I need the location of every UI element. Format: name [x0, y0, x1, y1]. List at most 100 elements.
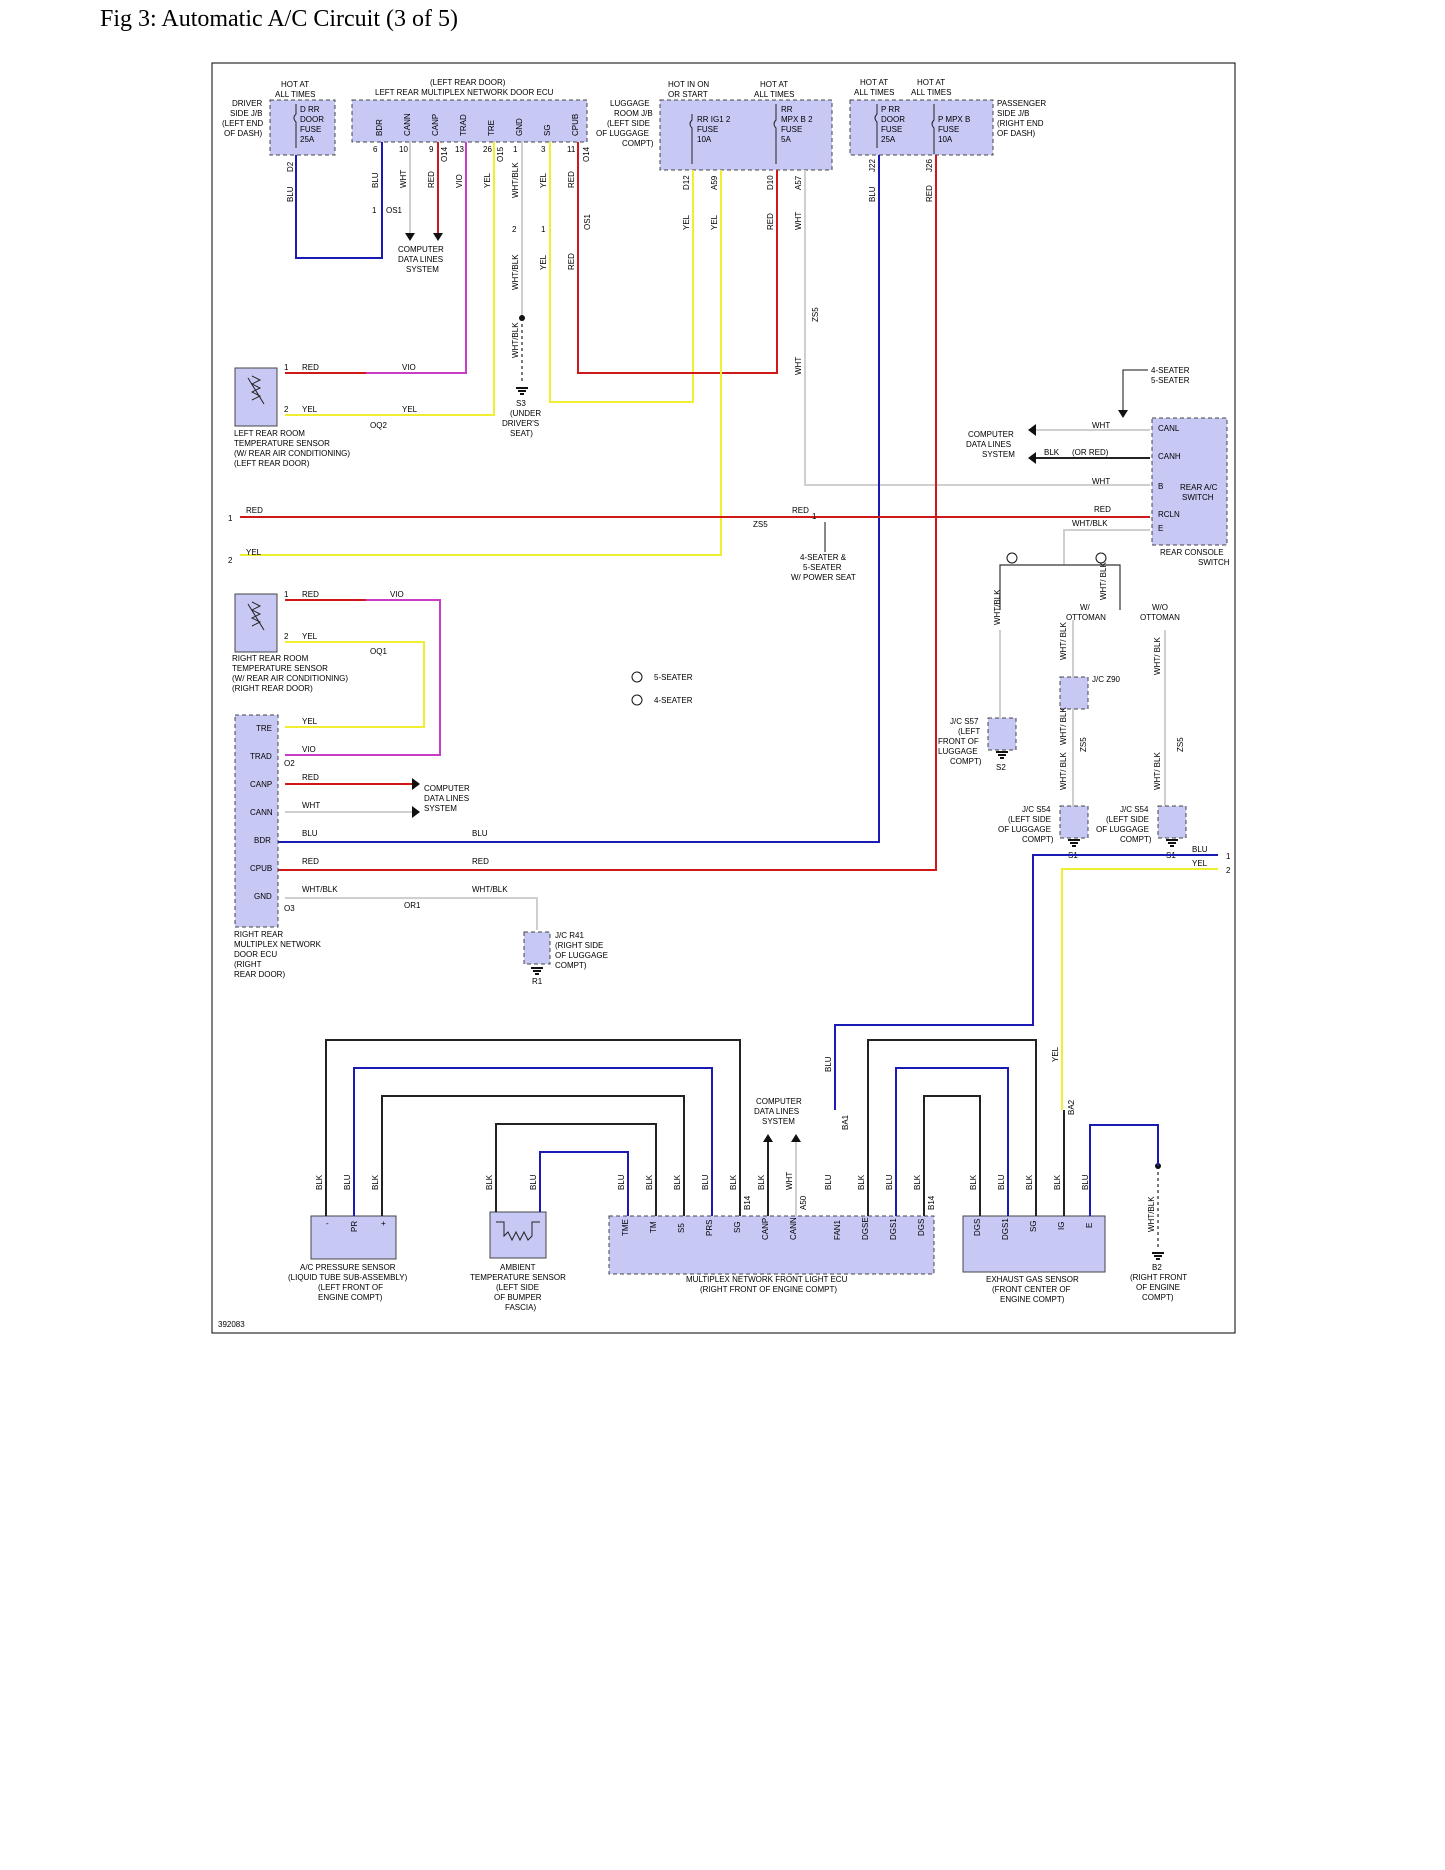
diagram-frame — [211, 62, 1236, 1334]
rear-console-label: SWITCH — [1198, 558, 1230, 567]
wire-yel-a59 — [240, 170, 722, 556]
wire-label: RED — [302, 773, 319, 782]
ecu-pin: E — [1085, 1223, 1094, 1228]
wire-label: WHT/ BLK — [1153, 752, 1162, 790]
seater-note: 4-SEATER & — [800, 553, 847, 562]
connector-id: ZS5 — [811, 307, 820, 322]
ecu-pin: PRS — [705, 1220, 714, 1236]
arrow-left — [1028, 424, 1036, 464]
s3-label: SEAT) — [510, 429, 533, 438]
wire-label: RED — [427, 171, 436, 188]
drr-fuse-label: D RR — [300, 105, 320, 114]
wire-label: WHT/ BLK — [1059, 752, 1068, 790]
wire-label: RED — [766, 213, 775, 230]
wire-label: BLU — [529, 1174, 538, 1190]
wire-label: WHT/ BLK — [1099, 562, 1108, 600]
wire-label: WHT/BLK — [511, 162, 520, 198]
lr-sensor-label: TEMPERATURE SENSOR — [234, 439, 330, 448]
jc-s54-label: J/C S54 — [1022, 805, 1051, 814]
splice-dot — [519, 315, 525, 321]
wire-label: RED — [567, 171, 576, 188]
drr-fuse-label: DOOR — [300, 115, 324, 124]
wire-label: BLK — [1044, 448, 1060, 457]
ottoman-label: W/O — [1152, 603, 1168, 612]
cdls-label: COMPUTER — [424, 784, 470, 793]
rr-ecu-label: RIGHT REAR — [234, 930, 283, 939]
wire-blk-dgs — [923, 1095, 981, 1216]
lr-door-ecu-label: LEFT REAR MULTIPLEX NETWORK DOOR ECU — [375, 88, 554, 97]
rr-mpx-fuse-label: MPX B 2 — [781, 115, 813, 124]
hot-label: HOT AT — [860, 78, 888, 87]
pmpx-fuse-label: FUSE — [938, 125, 959, 134]
connector-id: BA1 — [841, 1114, 850, 1130]
seater-note: 5-SEATER — [803, 563, 842, 572]
ground-label: S2 — [996, 763, 1006, 772]
pin-num: 2 — [284, 632, 289, 641]
rear-ac-pin: B — [1158, 482, 1163, 491]
wire-yel-rrs — [285, 641, 425, 728]
wire-label: BLK — [1053, 1174, 1062, 1190]
arrow-down — [1118, 410, 1128, 418]
wire-label: BLU — [701, 1174, 710, 1190]
rr-ecu-pin: TRE — [256, 724, 272, 733]
wire-label: BLK — [371, 1174, 380, 1190]
connector-id: OR1 — [404, 901, 421, 910]
bottom-wire-labels: BLK BLU BLK BLK BLU BLU BLK BLK BLU BLK … — [315, 1172, 1090, 1190]
wire-label: YEL — [1051, 1046, 1060, 1062]
connector-id: O14 — [440, 146, 449, 162]
jc-r41-label: J/C R41 — [555, 931, 584, 940]
option-marker — [1095, 552, 1107, 564]
connector-id: J22 — [868, 159, 877, 172]
jc-s54-label: J/C S54 — [1120, 805, 1149, 814]
fuse-symbols — [293, 104, 935, 164]
ecu-pin: CANP — [761, 1218, 770, 1240]
connector-id: BA2 — [1067, 1099, 1076, 1115]
bus-num: 2 — [1226, 866, 1231, 875]
cdls-label: DATA LINES — [754, 1107, 799, 1116]
drr-fuse-label: FUSE — [300, 125, 321, 134]
hot-label: HOT AT — [760, 80, 788, 89]
seater-note: W/ POWER SEAT — [791, 573, 856, 582]
wire-label: BLK — [315, 1174, 324, 1190]
connector-id: J26 — [925, 159, 934, 172]
wire-label: RED — [792, 506, 809, 515]
ottoman-label: OTTOMAN — [1140, 613, 1180, 622]
rr-mpx-fuse-label: 5A — [781, 135, 791, 144]
rr-sensor-label: (RIGHT REAR DOOR) — [232, 684, 313, 693]
wire-blu-pressure-pr — [353, 1067, 713, 1216]
legend-marker — [631, 694, 643, 706]
rear-ac-switch-box — [1151, 417, 1228, 546]
exhaust-pins: DGS DGS1 SG IG E — [973, 1218, 1094, 1240]
pin-num: 6 — [373, 145, 378, 154]
wire-blk-pressure-neg — [325, 1039, 741, 1216]
thermistor-icon — [247, 375, 265, 405]
lr-door-ecu-box — [351, 99, 588, 143]
rr-mpx-fuse-label: FUSE — [781, 125, 802, 134]
seater-arrow — [1122, 369, 1148, 412]
cdls-label: DATA LINES — [966, 440, 1011, 449]
jc-s57 — [987, 717, 1017, 751]
jc-r41 — [523, 931, 551, 965]
luggage-jb-label: (LEFT SIDE — [607, 119, 650, 128]
ecu-pin: FAN1 — [833, 1219, 842, 1240]
cdls-label: SYSTEM — [982, 450, 1015, 459]
rr-ig1-fuse-label: FUSE — [697, 125, 718, 134]
front-ecu-pins: TME TM S5 PRS SG CANP CANN FAN1 DGSE DGS… — [621, 1217, 926, 1240]
jc-s57-label: J/C S57 — [950, 717, 979, 726]
ecu-pin: S5 — [677, 1223, 686, 1233]
wire-label: VIO — [390, 590, 404, 599]
pin-num: 9 — [429, 145, 434, 154]
connector-id: OQ1 — [370, 647, 387, 656]
wire-yel-return — [1061, 868, 1218, 1110]
jc-z90-label: J/C Z90 — [1092, 675, 1121, 684]
driver-jb-label: OF DASH) — [224, 129, 263, 138]
wire-blu-dgs1 — [895, 1067, 1009, 1216]
wire-label: RED — [1094, 505, 1111, 514]
connector-id: A59 — [710, 175, 719, 190]
wire-label: RED — [925, 185, 934, 202]
pin-num: 11 — [567, 145, 576, 154]
hot-label: ALL TIMES — [275, 90, 315, 99]
b2-loc: (RIGHT FRONT — [1130, 1273, 1187, 1282]
rr-ecu-pin: CANP — [250, 780, 272, 789]
front-ecu-label: (RIGHT FRONT OF ENGINE COMPT) — [700, 1285, 837, 1294]
